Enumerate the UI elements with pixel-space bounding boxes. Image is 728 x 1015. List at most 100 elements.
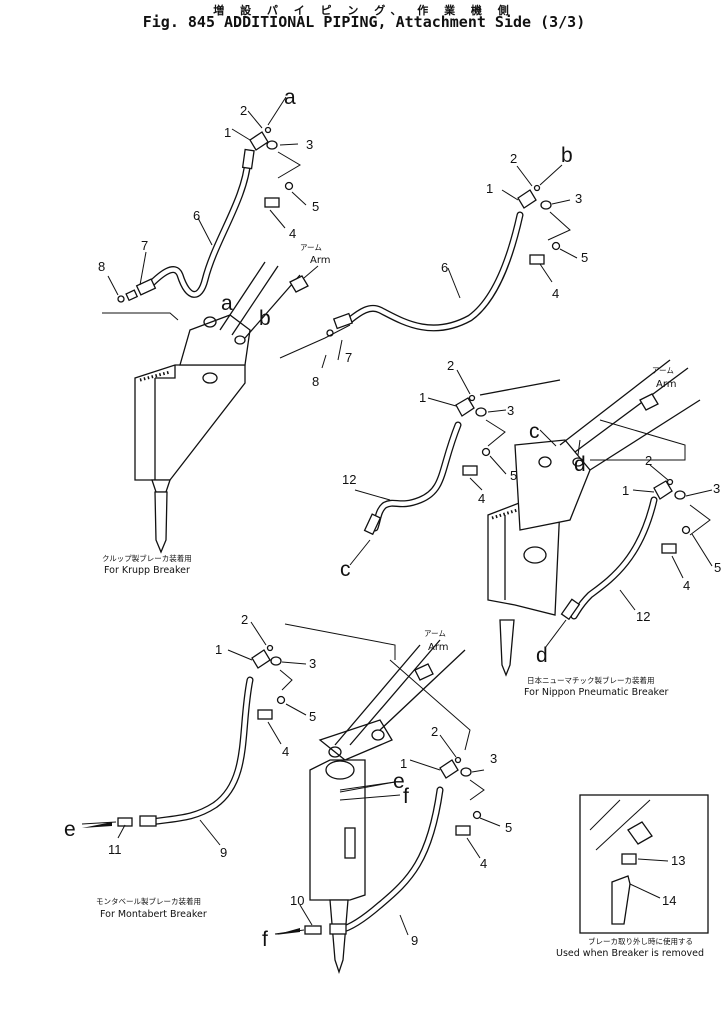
nippon-callout-1-left: 1 bbox=[419, 390, 426, 405]
montabert-caption-jp: モンタベール製ブレーカ装着用 bbox=[96, 896, 201, 906]
montabert-callout-3-left: 3 bbox=[309, 656, 316, 671]
montabert-arm-label-jp: アーム bbox=[424, 629, 446, 638]
krupp-callout-8-right: 8 bbox=[312, 374, 319, 389]
krupp-bracket bbox=[179, 314, 251, 366]
krupp-elbow-1-right bbox=[517, 189, 537, 209]
inset-caption-jp: ブレーカ取り外し時に使用する bbox=[588, 936, 693, 946]
montabert-callout-3-right: 3 bbox=[490, 751, 497, 766]
nippon-elbow-1-left bbox=[455, 397, 475, 417]
japanese-title: 増 設 パ イ ピ ン グ、 作 業 機 側 bbox=[213, 4, 515, 17]
krupp-callout-4-right: 4 bbox=[552, 286, 559, 301]
nippon-callout-12-right: 12 bbox=[636, 609, 650, 624]
krupp-chisel bbox=[154, 491, 168, 554]
krupp-callout-4-left: 4 bbox=[289, 226, 296, 241]
montabert-callout-e-left: e bbox=[64, 818, 76, 841]
breaker-removed-inset: 13 14 ブレーカ取り外し時に使用する Used when Breaker i… bbox=[556, 794, 709, 959]
krupp-washer-5-left bbox=[284, 181, 294, 191]
nippon-callout-5-left: 5 bbox=[510, 468, 517, 483]
krupp-callout-b-arm: b bbox=[259, 307, 271, 330]
figure-title: Fig. 845 ADDITIONAL PIPING, Attachment S… bbox=[142, 13, 586, 31]
nippon-callout-c-body: c bbox=[529, 420, 540, 443]
inset-plug-14 bbox=[611, 875, 631, 925]
montabert-arm-fitting bbox=[414, 663, 434, 681]
krupp-arm-label: Arm bbox=[310, 255, 331, 266]
nippon-callout-5-right: 5 bbox=[714, 560, 721, 575]
nippon-breaker-assembly: アーム Arm bbox=[340, 358, 721, 698]
krupp-caption-jp: クルップ製ブレーカ装着用 bbox=[102, 553, 192, 563]
krupp-breaker-assembly: アーム Arm bbox=[98, 86, 588, 576]
inset-callout-13: 13 bbox=[671, 853, 685, 868]
krupp-bolt-4-right bbox=[529, 254, 545, 265]
montabert-callout-f-left: f bbox=[262, 928, 268, 951]
krupp-flange-3-right bbox=[540, 200, 552, 210]
krupp-fitting-7-left bbox=[135, 278, 157, 296]
krupp-callout-7-right: 7 bbox=[345, 350, 352, 365]
nippon-arm-fitting bbox=[639, 393, 659, 411]
montabert-callout-2-right: 2 bbox=[431, 724, 438, 739]
inset-callout-14: 14 bbox=[662, 893, 676, 908]
nippon-caption: For Nippon Pneumatic Breaker bbox=[524, 687, 669, 698]
montabert-callout-1-right: 1 bbox=[400, 756, 407, 771]
krupp-bolt-4-left bbox=[264, 197, 280, 208]
krupp-callout-6-left: 6 bbox=[193, 208, 200, 223]
montabert-callout-1-left: 1 bbox=[215, 642, 222, 657]
krupp-fitting-7-right bbox=[332, 312, 354, 330]
montabert-bracket bbox=[318, 719, 393, 761]
montabert-callout-5-left: 5 bbox=[309, 709, 316, 724]
krupp-callout-2-right: 2 bbox=[510, 151, 517, 166]
krupp-callout-3-right: 3 bbox=[575, 191, 582, 206]
krupp-callout-3-left: 3 bbox=[306, 137, 313, 152]
krupp-callout-7-left: 7 bbox=[141, 238, 148, 253]
montabert-arm-label: Arm bbox=[428, 642, 449, 653]
krupp-oring-8-right bbox=[326, 329, 334, 337]
krupp-callout-6-right: 6 bbox=[441, 260, 448, 275]
krupp-caption: For Krupp Breaker bbox=[104, 565, 190, 576]
krupp-arm-fitting bbox=[289, 275, 309, 293]
nippon-callout-d-body: d bbox=[574, 453, 586, 476]
krupp-callout-a-arm: a bbox=[221, 292, 233, 315]
krupp-callout-1-right: 1 bbox=[486, 181, 493, 196]
krupp-chisel-collar bbox=[151, 479, 171, 493]
montabert-callout-4-left: 4 bbox=[282, 744, 289, 759]
krupp-callout-5-left: 5 bbox=[312, 199, 319, 214]
krupp-elbow-1-left bbox=[249, 131, 269, 151]
montabert-callout-9-left: 9 bbox=[220, 845, 227, 860]
krupp-arm-label-jp: アーム bbox=[300, 243, 322, 252]
montabert-callout-2-left: 2 bbox=[241, 612, 248, 627]
krupp-callout-1-left: 1 bbox=[224, 125, 231, 140]
nippon-callout-1-right: 1 bbox=[622, 483, 629, 498]
montabert-slot bbox=[344, 827, 356, 859]
krupp-callout-a-top: a bbox=[284, 86, 296, 109]
montabert-breaker-assembly: アーム Arm bbox=[64, 612, 512, 975]
krupp-callout-5-right: 5 bbox=[581, 250, 588, 265]
inset-caption: Used when Breaker is removed bbox=[556, 948, 704, 959]
montabert-coupler-left bbox=[139, 815, 157, 827]
nippon-hose-12-left bbox=[371, 421, 462, 532]
krupp-oring-8-left bbox=[117, 295, 125, 303]
montabert-hose-9-left bbox=[146, 676, 254, 826]
montabert-callout-f-body: f bbox=[403, 785, 409, 808]
nippon-callout-3-right: 3 bbox=[713, 481, 720, 496]
krupp-flange-3-left bbox=[266, 140, 278, 150]
montabert-callout-e-body: e bbox=[393, 770, 405, 793]
nippon-callout-2-left: 2 bbox=[447, 358, 454, 373]
krupp-oring-2-right bbox=[533, 184, 541, 192]
nippon-callout-d-hose: d bbox=[536, 644, 548, 667]
nippon-callout-4-right: 4 bbox=[683, 578, 690, 593]
montabert-callout-11: 11 bbox=[108, 842, 122, 857]
nippon-arm-label: Arm bbox=[656, 379, 677, 390]
montabert-callout-5-right: 5 bbox=[505, 820, 512, 835]
nippon-caption-jp: 日本ニューマチック製ブレーカ装着用 bbox=[527, 675, 655, 685]
krupp-oring-2-left bbox=[264, 126, 272, 134]
nippon-arm-label-jp: アーム bbox=[652, 366, 674, 375]
inset-cap-13 bbox=[621, 853, 637, 865]
nippon-callout-c-hose: c bbox=[340, 558, 351, 581]
montabert-chisel bbox=[329, 899, 349, 975]
montabert-callout-10: 10 bbox=[290, 893, 304, 908]
nippon-chisel bbox=[499, 619, 515, 677]
montabert-plug-11 bbox=[117, 817, 133, 827]
krupp-callout-2-left: 2 bbox=[240, 103, 247, 118]
nippon-callout-12-left: 12 bbox=[342, 472, 356, 487]
